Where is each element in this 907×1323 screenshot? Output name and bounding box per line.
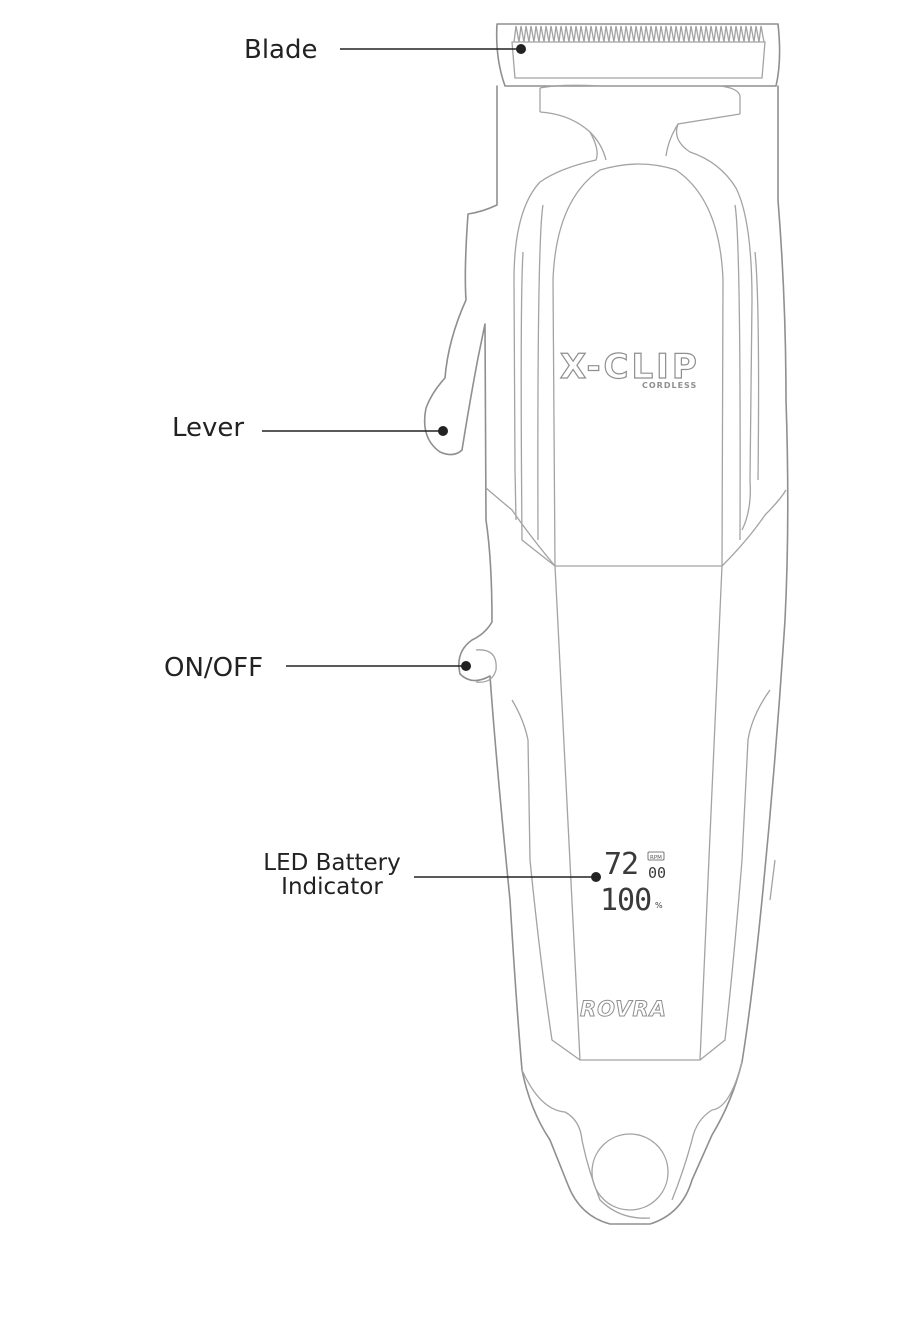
callout-on-off-dot — [461, 661, 471, 671]
display-battery-value: 100 — [600, 883, 651, 918]
callout-on-off: ON/OFF — [164, 653, 471, 683]
led-display: 72 RPM 00 100 % — [600, 847, 666, 918]
blade-teeth — [513, 25, 765, 43]
callout-blade-dot — [516, 44, 526, 54]
model-logo: X-CLIP CORDLESS — [559, 346, 700, 390]
display-battery-unit: % — [655, 901, 663, 910]
display-rpm-unit: RPM — [650, 855, 662, 861]
clipper-body — [423, 84, 789, 1225]
model-subtitle: CORDLESS — [642, 381, 697, 390]
hang-loop — [591, 1133, 669, 1211]
callout-led: LED Battery Indicator — [263, 850, 601, 900]
display-rpm-extra: 00 — [648, 864, 666, 882]
callout-lever-label: Lever — [172, 413, 244, 443]
callout-blade-label: Blade — [244, 35, 318, 65]
display-rpm-badge — [647, 851, 665, 861]
blade — [495, 23, 781, 87]
callout-lever-dot — [438, 426, 448, 436]
callout-led-label-line2: Indicator — [281, 874, 383, 900]
callout-led-dot — [591, 872, 601, 882]
callout-led-label-line1: LED Battery — [263, 850, 401, 876]
brand-name: ROVRA — [580, 997, 667, 1021]
power-button — [475, 649, 497, 683]
display-rpm-value: 72 — [604, 847, 638, 882]
model-name: X-CLIP — [560, 347, 700, 387]
callout-lever: Lever — [172, 413, 448, 443]
callout-on-off-label: ON/OFF — [164, 653, 263, 683]
callout-blade: Blade — [244, 35, 526, 65]
brand-logo: ROVRA — [580, 997, 667, 1022]
